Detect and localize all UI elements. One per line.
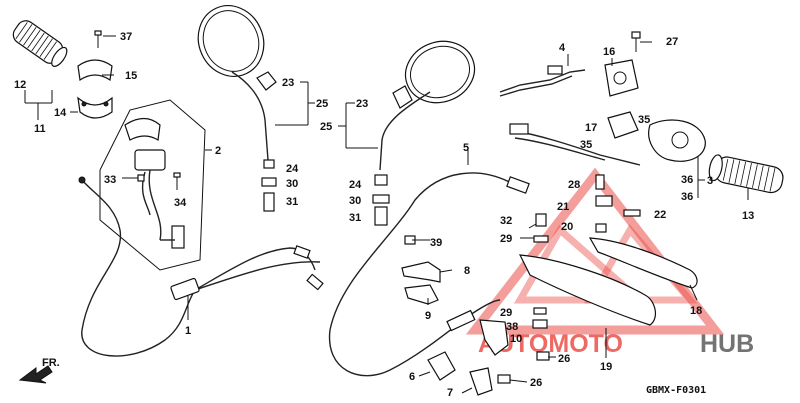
callout-22: 22 [654, 209, 666, 221]
callout-13: 13 [742, 210, 754, 222]
callout-19: 19 [600, 361, 612, 373]
callout-34: 34 [174, 197, 187, 209]
callout-4: 4 [559, 42, 566, 54]
left-switch-group-2 [99, 99, 206, 271]
diagram-code: GBMX-F0301 [646, 385, 706, 396]
callout-36-lower: 36 [681, 191, 693, 203]
callout-38: 38 [506, 321, 518, 333]
callout-36-upper: 36 [681, 174, 693, 186]
callout-29-lower: 29 [500, 307, 512, 319]
screw-34 [173, 172, 181, 190]
callout-5: 5 [463, 142, 469, 154]
callout-16: 16 [603, 46, 615, 58]
right-housing-3 [648, 119, 706, 162]
left-mirror [197, 5, 277, 212]
callout-12: 12 [14, 79, 26, 91]
callout-30-right: 30 [349, 195, 361, 207]
callout-29-upper: 29 [500, 233, 512, 245]
callout-33: 33 [104, 174, 116, 186]
callout-35-top: 35 [638, 114, 650, 126]
callout-25-left: 25 [316, 98, 328, 110]
callout-31-left: 31 [286, 196, 298, 208]
callout-8: 8 [464, 265, 470, 277]
bracket-6 [427, 351, 456, 381]
screw-33 [122, 174, 145, 182]
switch-17 [607, 111, 639, 139]
callout-26-lower: 26 [530, 377, 542, 389]
callout-1: 1 [185, 325, 191, 337]
right-grip-13 [708, 154, 784, 194]
watermark-text-b: HUB [700, 330, 754, 358]
brake-lever-18 [588, 237, 698, 289]
screw-37 [94, 30, 116, 48]
bracket-8 [401, 261, 441, 283]
front-label: FR. [42, 357, 60, 369]
callout-6: 6 [409, 371, 415, 383]
callout-26-upper: 26 [558, 353, 570, 365]
screw-27 [631, 31, 641, 52]
callout-2: 2 [215, 145, 221, 157]
callout-39: 39 [430, 237, 442, 249]
clamp-lower-14 [77, 96, 113, 119]
small-parts [404, 174, 641, 384]
callout-25-right: 25 [320, 121, 332, 133]
callout-20: 20 [561, 221, 573, 233]
left-grip [12, 20, 68, 67]
callout-28: 28 [568, 179, 580, 191]
callout-7: 7 [447, 387, 453, 399]
clutch-lever-19 [518, 254, 657, 326]
callout-11: 11 [34, 123, 46, 135]
clutch-cable-5 [328, 172, 530, 377]
callout-24-right: 24 [349, 179, 362, 191]
harness-4 [499, 65, 586, 97]
callout-35-left: 35 [580, 139, 592, 151]
callout-32: 32 [500, 215, 512, 227]
wiring-right [509, 123, 641, 166]
callout-21: 21 [557, 201, 569, 213]
right-mirror [372, 40, 476, 226]
right-switch-16 [604, 59, 639, 97]
callout-9: 9 [425, 310, 431, 322]
callout-17: 17 [585, 122, 597, 134]
callouts: 37 15 12 11 14 2 33 34 23 25 24 30 31 23… [14, 31, 754, 399]
callout-31-right: 31 [349, 212, 361, 224]
bracket-10 [479, 319, 509, 356]
callout-23-right: 23 [356, 98, 368, 110]
callout-18: 18 [690, 305, 702, 317]
callout-23-left: 23 [282, 77, 294, 89]
callout-37: 37 [120, 31, 132, 43]
throttle-cable-1 [78, 176, 324, 357]
callout-10: 10 [510, 333, 522, 345]
callout-27: 27 [666, 36, 678, 48]
leader-lines [24, 41, 749, 394]
callout-3: 3 [707, 175, 713, 187]
bracket-9 [404, 284, 439, 305]
clamp-upper-15 [77, 59, 113, 82]
callout-24-left: 24 [286, 163, 299, 175]
callout-14: 14 [54, 107, 67, 119]
callout-15: 15 [125, 70, 137, 82]
callout-30-left: 30 [286, 178, 298, 190]
bracket-7 [469, 367, 493, 396]
front-arrow: FR. [18, 357, 60, 384]
